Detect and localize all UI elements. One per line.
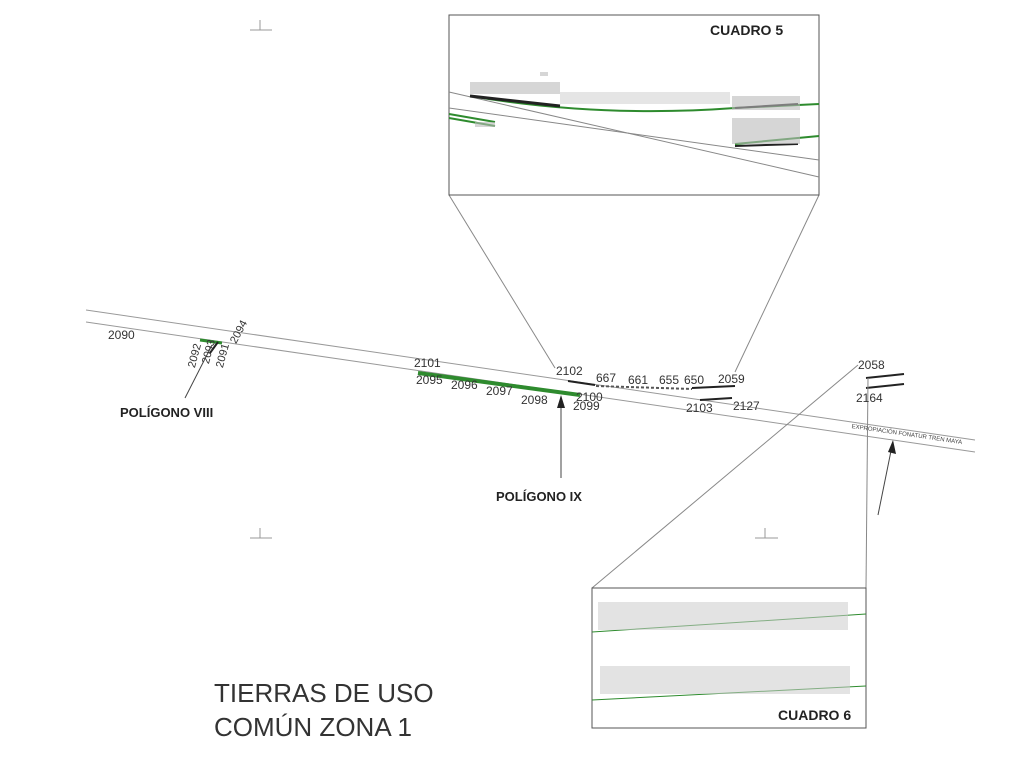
parcel-label-2099: 2099 <box>573 399 600 413</box>
map-title-line1: TIERRAS DE USO <box>214 678 434 708</box>
parcel-label-2095: 2095 <box>416 373 443 387</box>
cuadro5-connectors <box>448 194 820 373</box>
road-corridor <box>85 309 976 453</box>
polygon-viii-label: POLÍGONO VIII <box>120 405 214 420</box>
parcels-2058-2164 <box>865 373 905 389</box>
cuadro6-inset <box>591 587 867 729</box>
map-title-line2: COMÚN ZONA 1 <box>214 712 412 742</box>
parcel-label-2102: 2102 <box>556 364 583 378</box>
crop-marks <box>250 20 778 539</box>
parcel-label-2103: 2103 <box>686 401 713 415</box>
parcel-label-2164: 2164 <box>856 391 883 405</box>
parcel-label-2127: 2127 <box>733 399 760 413</box>
parcel-label-2096: 2096 <box>451 378 478 392</box>
map-title: TIERRAS DE USO COMÚN ZONA 1 <box>214 676 434 744</box>
parcel-label-667: 667 <box>596 371 617 385</box>
parcel-label-2058: 2058 <box>858 358 885 372</box>
polygon-ix-label: POLÍGONO IX <box>496 489 582 504</box>
parcel-label-2098: 2098 <box>521 393 548 407</box>
parcel-label-2100: 2100 <box>576 390 603 404</box>
parcel-label-2101: 2101 <box>414 356 441 370</box>
polygon-viii-parcel <box>184 338 223 399</box>
polygon-ix-parcel <box>417 371 736 478</box>
parcel-label-2059: 2059 <box>718 372 745 386</box>
parcel-label-2090: 2090 <box>108 328 135 342</box>
road-arrow <box>877 440 896 516</box>
parcel-label-650: 650 <box>684 373 705 387</box>
parcel-label-655: 655 <box>659 373 680 387</box>
cuadro6-title: CUADRO 6 <box>778 707 852 723</box>
parcel-label-2097: 2097 <box>486 384 513 398</box>
cuadro5-inset <box>448 14 820 196</box>
parcel-label-661: 661 <box>628 373 649 387</box>
cuadro5-title: CUADRO 5 <box>710 22 784 38</box>
cuadro6-connectors <box>591 364 869 589</box>
